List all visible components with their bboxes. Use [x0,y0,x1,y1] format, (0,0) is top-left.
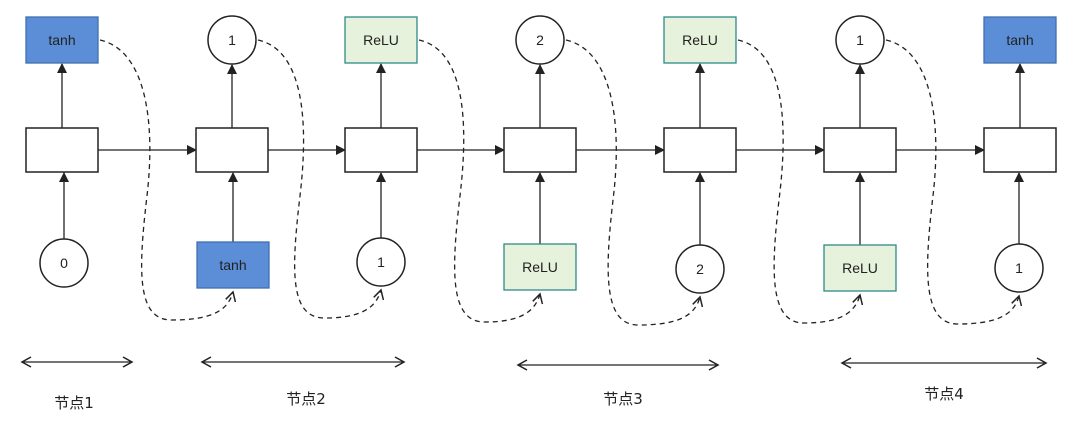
input-node-3: 1 [356,237,406,287]
segment-3-label: 节点3 [603,390,643,408]
input-node-label: 2 [696,261,704,277]
input-node-5: 2 [675,244,725,294]
input-nodes: 0 tanh 1 ReLU 2 ReLU 1 [39,237,1044,294]
input-node-box [823,244,897,292]
feedback-curve-2 [257,39,385,319]
input-node-box [503,243,577,291]
connection-arrows [57,63,1025,245]
output-node-box [983,16,1057,64]
output-node-label: 2 [536,32,544,48]
input-node-2: tanh [196,241,270,289]
dashed-feedback-curves [99,39,1023,326]
input-node-label: tanh [219,257,246,273]
input-node-label: ReLU [842,260,878,276]
segment-2-label: 节点2 [286,390,326,408]
output-node-3: ReLU [344,16,418,64]
feedback-curve-6 [885,39,1023,325]
input-node-4: ReLU [503,243,577,291]
feedback-curve-1 [99,39,237,321]
output-node-label: ReLU [363,32,399,48]
input-node-circle [356,237,406,287]
output-node-6: 1 [835,15,885,65]
output-node-box [344,16,418,64]
output-node-box [25,16,99,64]
feedback-curve-5 [737,39,864,324]
segment-1-label: 节点1 [54,394,94,412]
input-node-box [196,241,270,289]
output-node-label: 1 [856,32,864,48]
rnn-cell-3 [344,127,418,173]
rnn-cell-4 [503,127,577,173]
rnn-cell-5 [663,127,737,173]
input-node-label: 0 [60,255,68,271]
output-node-label: tanh [1006,32,1033,48]
input-node-label: ReLU [522,259,558,275]
input-node-circle [675,244,725,294]
input-node-circle [39,238,89,288]
rnn-cell-1 [25,127,99,173]
input-node-1: 0 [39,238,89,288]
output-node-7: tanh [983,16,1057,64]
output-node-circle [515,15,565,65]
rnn-cells [25,127,1057,173]
output-node-circle [207,15,257,65]
output-node-circle [835,15,885,65]
input-node-label: 1 [377,254,385,270]
input-node-circle [994,243,1044,293]
feedback-curve-3 [418,39,544,323]
segment-4-label: 节点4 [924,385,964,403]
input-node-7: 1 [994,243,1044,293]
output-node-box [663,16,737,64]
node-segments: 节点1 节点2 节点3 节点4 [20,356,1048,412]
input-node-6: ReLU [823,244,897,292]
output-node-5: ReLU [663,16,737,64]
rnn-cell-6 [823,127,897,173]
output-node-1: tanh [25,16,99,64]
output-node-label: tanh [48,32,75,48]
output-node-label: 1 [228,32,236,48]
rnn-cell-2 [195,127,269,173]
output-nodes: tanh 1 ReLU 2 ReLU 1 tanh [25,15,1057,65]
feedback-curve-4 [565,39,704,326]
rnn-cell-7 [983,127,1057,173]
output-node-label: ReLU [682,32,718,48]
output-node-4: 2 [515,15,565,65]
output-node-2: 1 [207,15,257,65]
input-node-label: 1 [1015,260,1023,276]
